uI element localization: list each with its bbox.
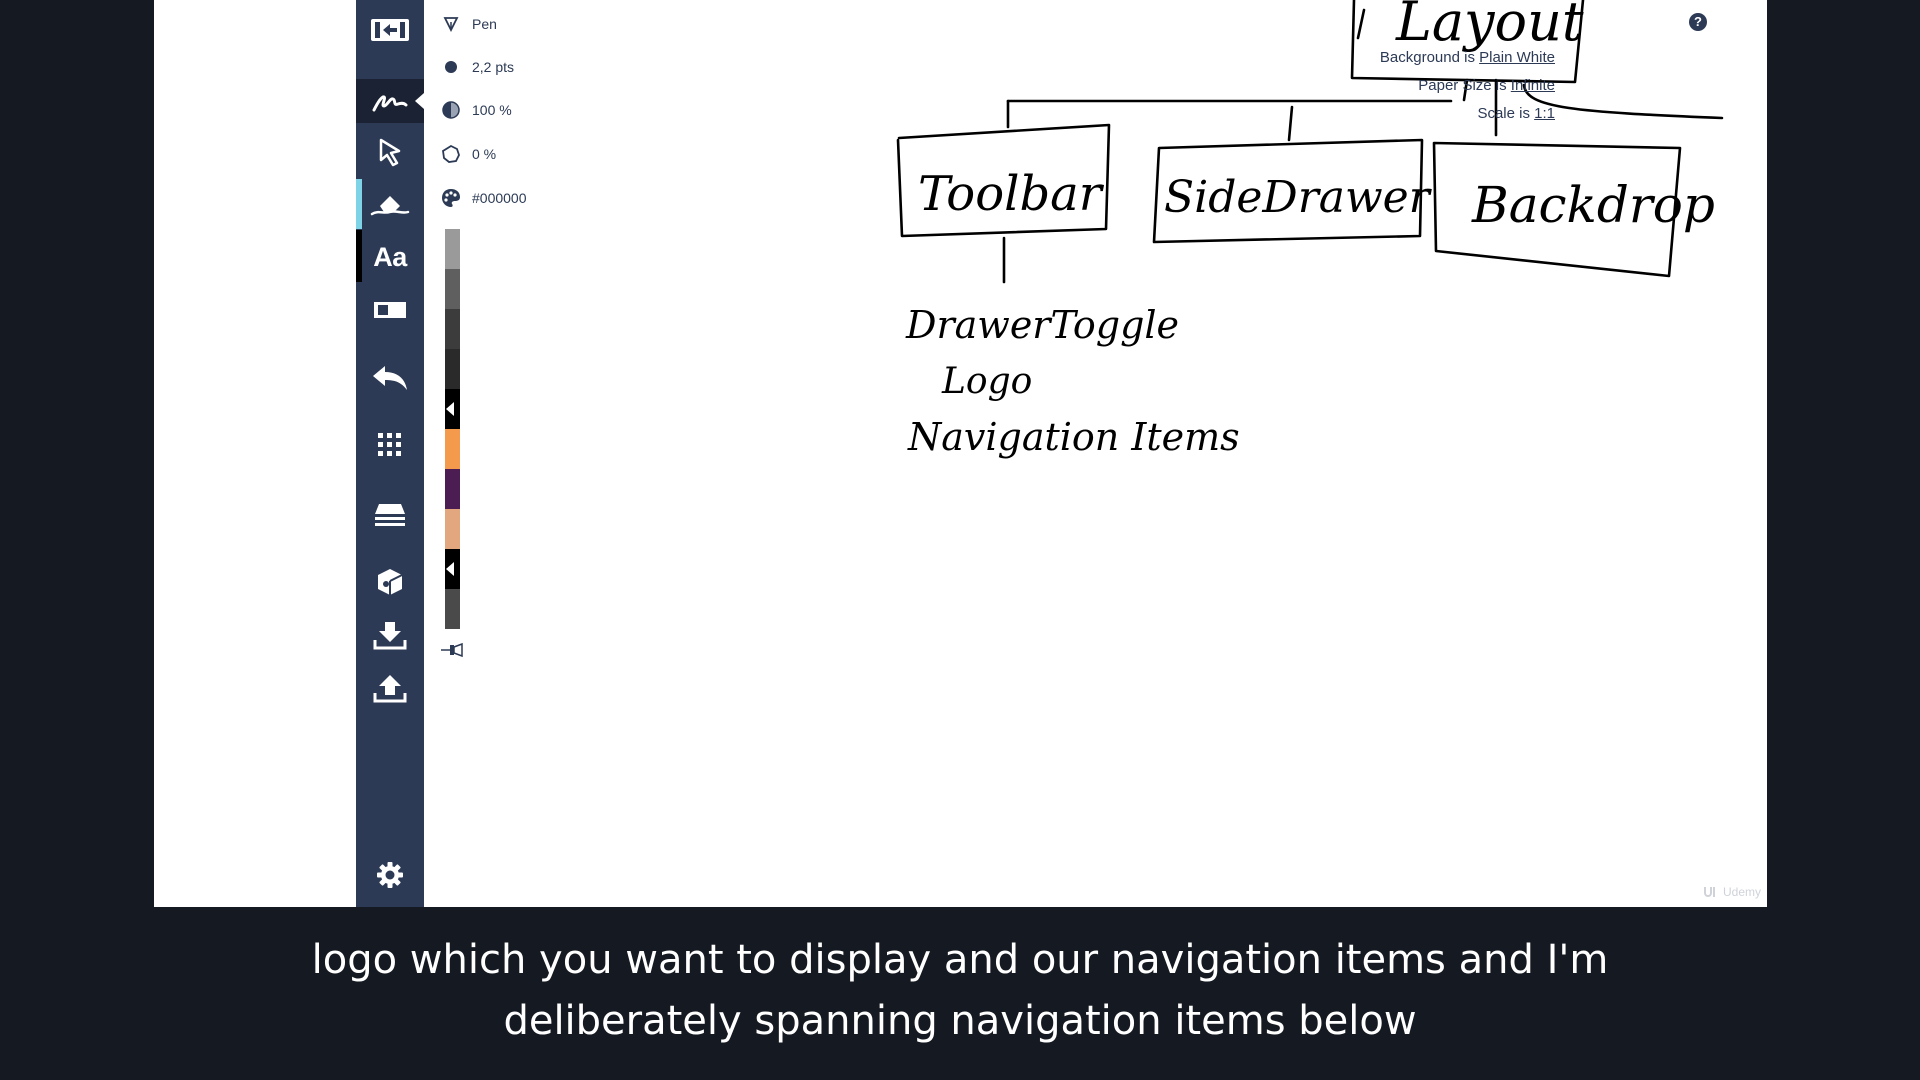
grid-icon [378, 433, 401, 456]
color-swatch[interactable] [445, 309, 460, 349]
pen-tool-icon [372, 95, 408, 112]
label-drawertoggle: DrawerToggle [905, 303, 1179, 347]
label-toolbar: Toolbar [918, 166, 1105, 222]
smoothing-icon [442, 144, 460, 163]
pen-tip-icon [443, 17, 459, 32]
connector-right-stroke [1522, 83, 1724, 120]
color-swatch[interactable] [445, 509, 460, 549]
share-icon [378, 569, 403, 595]
pin-icon [441, 642, 463, 658]
undo-button[interactable] [356, 356, 424, 400]
select-tool-icon [379, 138, 401, 167]
settings-button[interactable] [356, 853, 424, 897]
palette-icon [442, 189, 460, 207]
tool-sidebar: Aa [356, 0, 424, 907]
eraser-accent [356, 179, 362, 229]
grid-button[interactable] [356, 423, 424, 467]
color-picker[interactable]: #000000 [440, 187, 527, 209]
canvas-info-panel: Background is Plain White Paper Size is … [1380, 44, 1555, 128]
background-link[interactable]: Plain White [1479, 49, 1555, 66]
paper-size-link[interactable]: Infinite [1510, 77, 1555, 94]
text-tool-button[interactable]: Aa [356, 235, 424, 279]
app-window: Aa [154, 0, 1767, 907]
subtitle-line-2: deliberately spanning navigation items b… [503, 998, 1417, 1044]
layers-icon [375, 504, 405, 526]
eraser-tool-button[interactable] [356, 183, 424, 227]
scale-link[interactable]: 1:1 [1534, 105, 1555, 122]
box-backdrop-outline [1432, 141, 1682, 278]
download-icon [373, 622, 407, 650]
connector-to-sidedrawer [1287, 105, 1294, 142]
tool-type-selector[interactable]: Pen [440, 13, 497, 35]
layers-button[interactable] [356, 492, 424, 536]
label-navigation-items: Navigation Items [907, 415, 1240, 459]
root-box-outline [1350, 0, 1585, 84]
color-swatch[interactable] [445, 389, 460, 429]
collapse-sidebar-button[interactable] [356, 8, 424, 52]
download-button[interactable] [356, 613, 424, 657]
label-sidedrawer: SideDrawer [1164, 172, 1433, 223]
upload-button[interactable] [356, 666, 424, 710]
pen-tool-button[interactable] [356, 79, 424, 123]
box-sidedrawer-outline [1152, 138, 1424, 244]
stroke-size-value: 2,2 pts [472, 59, 515, 75]
collapse-sidebar-icon [371, 19, 409, 41]
shape-tool-icon [374, 302, 406, 318]
label-logo: Logo [941, 361, 1032, 402]
box-toolbar-outline [896, 123, 1111, 238]
stroke-size-icon [445, 61, 457, 73]
handwritten-diagram: Layout Toolbar SideDrawer Backdrop Drawe… [896, 0, 1724, 459]
color-swatch[interactable] [445, 549, 460, 589]
smoothing-value: 0 % [472, 146, 497, 162]
help-button[interactable]: ? [1689, 13, 1707, 31]
text-accent [356, 230, 362, 282]
color-swatch[interactable] [445, 269, 460, 309]
settings-icon [377, 862, 403, 888]
video-subtitles: logo which you want to display and our n… [0, 930, 1920, 1052]
opacity-value: 100 % [472, 102, 512, 118]
stroke-size-control[interactable]: 2,2 pts [440, 56, 514, 78]
scale-info: Scale is 1:1 [1477, 105, 1555, 122]
color-swatch[interactable] [445, 349, 460, 389]
pin-palette-button[interactable] [440, 641, 464, 664]
udemy-watermark: Udemy [1703, 885, 1761, 899]
share-button[interactable] [356, 560, 424, 604]
subtitle-line-1: logo which you want to display and our n… [311, 937, 1609, 983]
color-swatch[interactable] [445, 469, 460, 509]
left-margin [154, 0, 356, 907]
root-box-left-mark [1356, 8, 1366, 40]
label-backdrop: Backdrop [1471, 176, 1715, 234]
upload-icon [373, 675, 407, 703]
tool-type-label: Pen [472, 16, 497, 32]
connector-root-down [1462, 78, 1469, 102]
background-info: Background is Plain White [1379, 49, 1555, 66]
tool-properties-panel: Pen 2,2 pts 100 % 0 % #000000 [424, 0, 584, 907]
udemy-logo-icon [1703, 887, 1715, 897]
paper-size-info: Paper Size is Infinite [1418, 77, 1555, 94]
label-layout: Layout [1395, 0, 1584, 53]
drawing-canvas[interactable]: Layout Toolbar SideDrawer Backdrop Drawe… [584, 0, 1767, 907]
smoothing-control[interactable]: 0 % [440, 143, 496, 165]
opacity-control[interactable]: 100 % [440, 99, 512, 121]
color-hex-value: #000000 [472, 190, 527, 206]
eraser-tool-icon [370, 196, 410, 216]
select-tool-button[interactable] [356, 130, 424, 174]
color-swatch[interactable] [445, 429, 460, 469]
color-swatch[interactable] [445, 229, 460, 269]
text-tool-icon: Aa [373, 241, 407, 272]
shape-tool-button[interactable] [356, 288, 424, 332]
color-swatch[interactable] [445, 589, 460, 629]
undo-icon [373, 366, 407, 390]
opacity-icon [442, 101, 460, 119]
